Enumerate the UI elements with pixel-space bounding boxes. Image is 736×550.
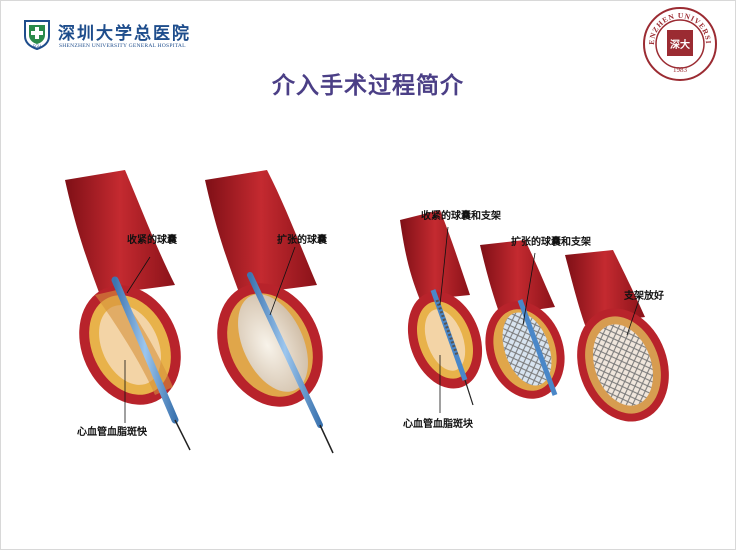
seal-year: 1983 bbox=[673, 66, 688, 74]
label-balloon-stent-collapsed: 收紧的球囊和支架 bbox=[421, 211, 501, 222]
hospital-emblem-text: SGH bbox=[33, 44, 42, 49]
label-plaque-right: 心血管血脂斑块 bbox=[403, 419, 473, 430]
seal-center-text: 深大 bbox=[670, 38, 690, 51]
label-plaque-left: 心血管血脂斑快 bbox=[77, 427, 147, 438]
slide-title: 介入手术过程简介 bbox=[272, 73, 464, 99]
balloon-angioplasty-drawing bbox=[65, 170, 334, 454]
label-balloon-expanded: 扩张的球囊 bbox=[277, 235, 327, 246]
label-stent-placed: 支架放好 bbox=[624, 291, 664, 302]
hospital-logo: SGH 深圳大学总医院 SHENZHEN UNIVERSITY GENERAL … bbox=[22, 18, 202, 54]
stent-placement-drawing bbox=[400, 210, 669, 422]
hospital-name-cn: 深圳大学总医院 bbox=[58, 24, 191, 44]
label-balloon-stent-expanded: 扩张的球囊和支架 bbox=[511, 237, 591, 248]
label-balloon-collapsed: 收紧的球囊 bbox=[127, 235, 177, 246]
stent-placement-illustration: 收紧的球囊和支架 扩张的球囊和支架 支架放好 心血管血脂斑块 bbox=[395, 205, 695, 450]
balloon-angioplasty-illustration: 收紧的球囊 扩张的球囊 心血管血脂斑快 bbox=[55, 165, 355, 455]
university-seal: SHENZHEN UNIVERSITY 深大 1983 bbox=[642, 6, 717, 81]
hospital-emblem-icon: SGH bbox=[24, 20, 50, 50]
hospital-name-en: SHENZHEN UNIVERSITY GENERAL HOSPITAL bbox=[59, 43, 186, 49]
